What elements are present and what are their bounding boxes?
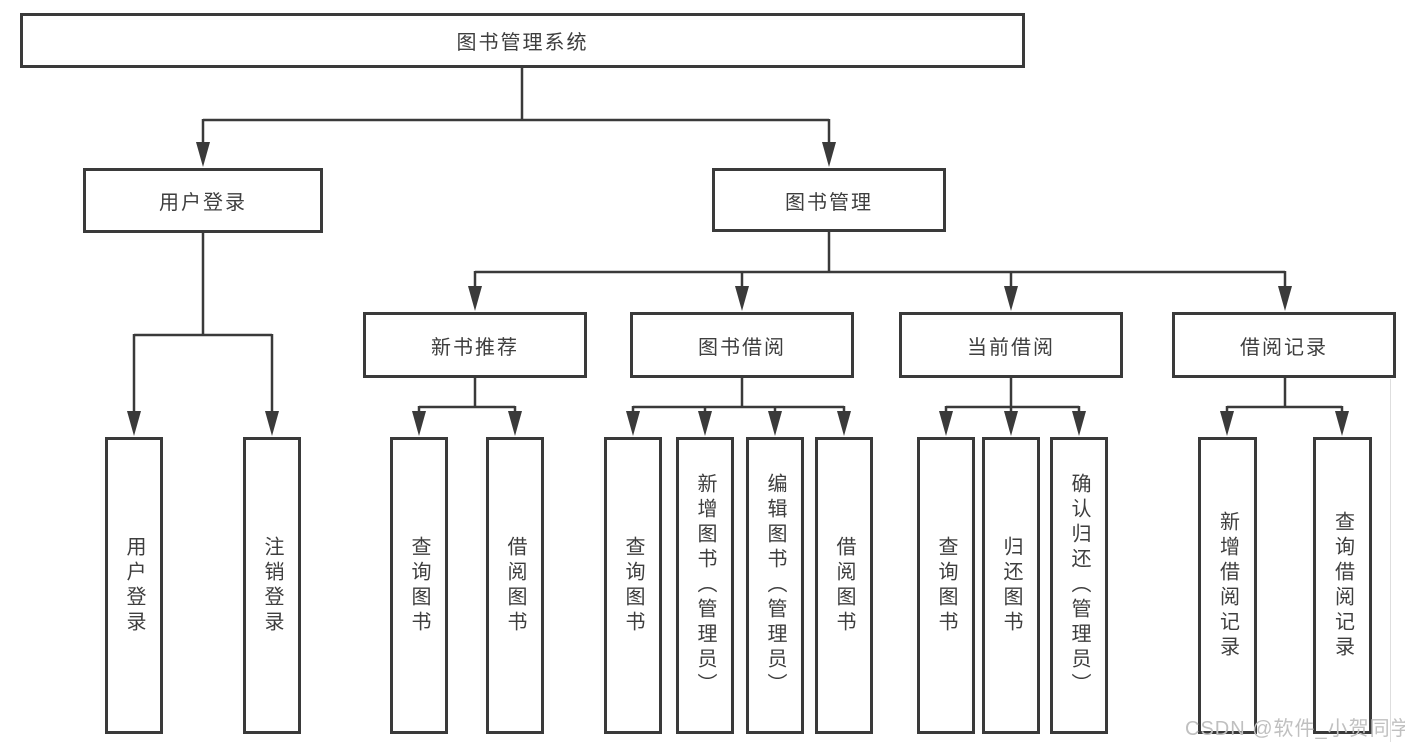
node-user-login-label: 用户登录 [159,192,247,214]
arrow-down-icon [837,411,851,436]
node-new-book-recommendation-label: 新书推荐 [431,336,519,359]
arrow-down-icon [1335,411,1349,436]
leaf-label: 新增图书（管理员） [694,473,716,698]
leaf-confirm-return-admin: 确认归还（管理员） [1050,437,1108,734]
leaf-label: 查询图书 [408,535,430,636]
page-edge-line [1390,379,1391,742]
node-borrowing-records: 借阅记录 [1172,312,1396,378]
leaf-query-borrowing-record: 查询借阅记录 [1313,437,1372,734]
node-current-borrowing-label: 当前借阅 [967,336,1055,359]
leaf-label: 借阅图书 [504,535,526,636]
csdn-watermark: CSDN @软件_小贺同学 [1185,718,1405,740]
arrow-down-icon [265,411,279,436]
arrow-down-icon [196,142,210,167]
arrow-down-icon [127,411,141,436]
leaf-label: 注销登录 [261,535,283,636]
node-book-management: 图书管理 [712,168,946,232]
node-current-borrowing: 当前借阅 [899,312,1123,378]
arrow-down-icon [735,286,749,311]
node-new-book-recommendation: 新书推荐 [363,312,587,378]
arrow-down-icon [1220,411,1234,436]
node-book-management-label: 图书管理 [785,191,873,214]
leaf-label: 借阅图书 [833,535,855,636]
leaf-label: 编辑图书（管理员） [764,473,786,698]
leaf-edit-books-admin: 编辑图书（管理员） [746,437,804,734]
arrow-down-icon [939,411,953,436]
arrowheads [127,142,1349,436]
arrow-down-icon [626,411,640,436]
leaf-return-books: 归还图书 [982,437,1040,734]
root-node-library-management-system: 图书管理系统 [20,13,1025,68]
arrow-down-icon [1072,411,1086,436]
arrow-down-icon [822,142,836,167]
leaf-add-books-admin: 新增图书（管理员） [676,437,734,734]
arrow-down-icon [1004,286,1018,311]
arrow-down-icon [1278,286,1292,311]
leaf-label: 查询图书 [935,535,957,636]
leaf-label: 确认归还（管理员） [1068,473,1090,698]
leaf-label: 用户登录 [123,535,145,636]
leaf-label: 归还图书 [1000,535,1022,636]
arrow-down-icon [1004,411,1018,436]
arrow-down-icon [768,411,782,436]
leaf-label: 查询图书 [622,535,644,636]
leaf-label: 新增借阅记录 [1216,510,1239,661]
arrow-down-icon [468,286,482,311]
leaf-logout: 注销登录 [243,437,301,734]
node-book-borrowing-label: 图书借阅 [698,336,786,359]
leaf-query-books-recommendation: 查询图书 [390,437,448,734]
leaf-add-borrowing-record: 新增借阅记录 [1198,437,1257,734]
root-node-label: 图书管理系统 [456,32,589,54]
node-borrowing-records-label: 借阅记录 [1240,336,1328,359]
leaf-query-books-current: 查询图书 [917,437,975,734]
leaf-label: 查询借阅记录 [1331,510,1354,661]
leaf-borrow-books: 借阅图书 [815,437,873,734]
arrow-down-icon [508,411,522,436]
leaf-query-books-borrowing: 查询图书 [604,437,662,734]
node-book-borrowing: 图书借阅 [630,312,854,378]
arrow-down-icon [698,411,712,436]
node-user-login: 用户登录 [83,168,323,233]
leaf-user-login: 用户登录 [105,437,163,734]
arrow-down-icon [412,411,426,436]
leaf-borrow-books-recommendation: 借阅图书 [486,437,544,734]
